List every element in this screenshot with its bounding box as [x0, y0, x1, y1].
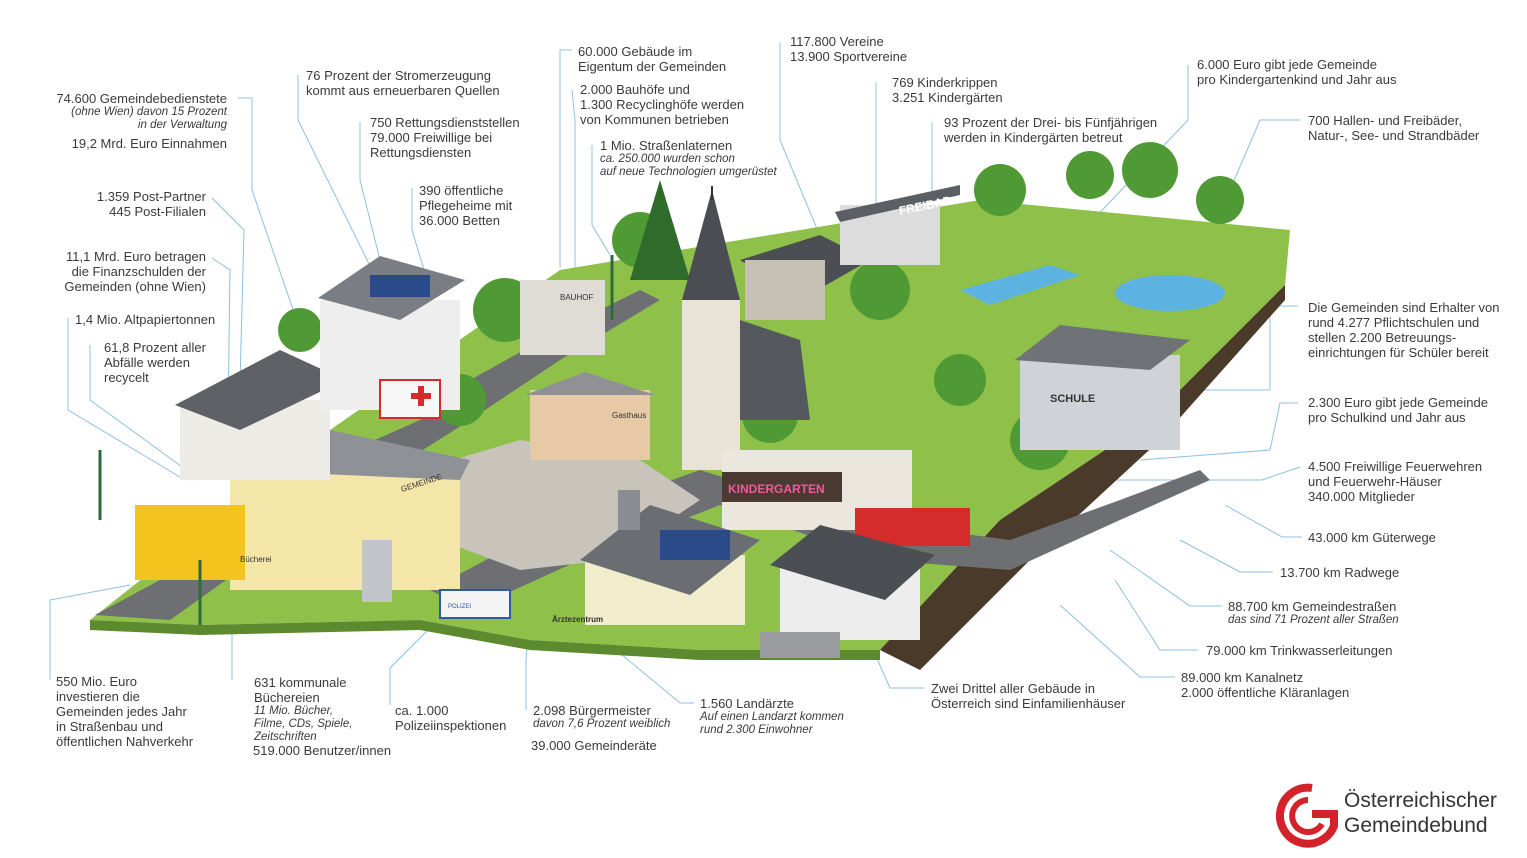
- phone-kiosk: [362, 540, 392, 602]
- schule-sign: SCHULE: [1050, 393, 1095, 405]
- label-bike-paths: 13.700 km Radwege: [1280, 565, 1400, 580]
- label-water-pipes: 79.000 km Trinkwasserleitungen: [1206, 643, 1393, 658]
- swimming-pool: [960, 265, 1080, 305]
- leader-line-schools: [1180, 305, 1298, 391]
- label-rescue-services: 750 Rettungsdienststellen 79.000 Freiwil…: [370, 115, 520, 160]
- family-house-roof: [770, 525, 935, 600]
- gasthaus-sign: Gasthaus: [612, 411, 646, 420]
- label-recycling: 61,8 Prozent aller Abfälle werden recyce…: [104, 340, 206, 385]
- kindergarten-sign-band: [722, 472, 842, 502]
- freibad-roof: [835, 185, 960, 222]
- police-car: [439, 589, 511, 619]
- solar-panel-doctor: [660, 530, 730, 560]
- label-kinderkrippen: 769 Kinderkrippen 3.251 Kindergärten: [892, 75, 1003, 105]
- gasthaus-roof: [525, 372, 655, 395]
- street-lamps: [98, 255, 614, 625]
- aerztezentrum-sign: Ärztezentrum: [552, 615, 603, 624]
- leader-line-school-cost: [1139, 402, 1298, 461]
- bus: [135, 505, 245, 580]
- label-renewable-power: 76 Prozent der Stromerzeugung kommt aus …: [306, 68, 500, 98]
- natural-pool: [1115, 275, 1225, 311]
- leader-line-lanterns: [591, 145, 611, 256]
- gasthaus-building: [530, 390, 650, 460]
- label-fire-brigades: 4.500 Freiwillige Feuerwehren und Feuerw…: [1308, 459, 1483, 504]
- label-bauhoefe: 2.000 Bauhöfe und 1.300 Recyclinghöfe we…: [580, 82, 745, 127]
- platform-edge: [90, 620, 880, 660]
- leader-line-power: [297, 75, 373, 271]
- buecherei-sign: Bücherei: [240, 555, 272, 564]
- leader-line-transport: [49, 584, 131, 680]
- logo-line-1: Österreichischer: [1344, 789, 1497, 812]
- house-left-roof: [175, 350, 345, 430]
- leader-line-roads: [1109, 549, 1222, 607]
- label-kindergarten-cost: 6.000 Euro gibt jede Gemeinde pro Kinder…: [1197, 57, 1397, 87]
- label-sewers: 89.000 km Kanalnetz 2.000 öffentliche Kl…: [1181, 670, 1350, 700]
- church-tower: [682, 300, 740, 470]
- label-police-stations: ca. 1.000 Polizeiinspektionen: [395, 703, 507, 733]
- leader-line-paper: [67, 318, 186, 481]
- church-nave-roof: [740, 320, 810, 420]
- label-road-investment: 550 Mio. Euro investieren die Gemeinden …: [56, 674, 194, 749]
- school-building: [1020, 355, 1180, 450]
- leader-line-debt: [211, 257, 231, 421]
- church-spire: [682, 190, 740, 300]
- leader-line-sewer: [1059, 604, 1175, 678]
- leader-line-recycling: [89, 345, 201, 481]
- barn: [745, 260, 825, 320]
- label-mayors: 2.098 Bürgermeister davon 7,6 Prozent we…: [533, 703, 671, 730]
- leader-line-bauhof: [571, 89, 576, 290]
- gemeindebund-logo-text: Österreichischer Gemeindebund: [1344, 788, 1497, 838]
- label-farm-roads: 43.000 km Güterwege: [1308, 530, 1436, 545]
- solar-panel-rescue: [370, 275, 430, 297]
- label-schools: Die Gemeinden sind Erhalter von rund 4.2…: [1308, 300, 1500, 360]
- label-care-homes: 390 öffentliche Pflegeheime mit 36.000 B…: [419, 183, 513, 228]
- school-roof: [1015, 325, 1190, 370]
- label-clubs: 117.800 Vereine 13.900 Sportvereine: [790, 34, 908, 64]
- label-libraries: 631 kommunale Büchereien 11 Mio. Bücher,…: [254, 675, 353, 743]
- label-post-partners: 1.359 Post-Partner 445 Post-Filialen: [96, 189, 206, 219]
- label-municipal-buildings: 60.000 Gebäude im Eigentum der Gemeinden: [578, 44, 727, 74]
- kindergarten-sign: KINDERGARTEN: [728, 482, 825, 496]
- polizei-sign: POLIZEI: [448, 604, 471, 610]
- label-waste-paper: 1,4 Mio. Altpapiertonnen: [75, 312, 216, 327]
- label-rural-doctors: 1.560 Landärzte Auf einen Landarzt komme…: [700, 696, 844, 736]
- bauhof-sign: BAUHOF: [560, 293, 593, 302]
- label-single-family-houses: Zwei Drittel aller Gebäude in Österreich…: [931, 681, 1126, 711]
- leader-line-police: [389, 619, 439, 705]
- label-library-users: 519.000 Benutzer/innen: [253, 743, 392, 758]
- town-hall: [230, 470, 460, 590]
- label-revenue: 19,2 Mrd. Euro Einnahmen: [71, 136, 227, 151]
- fir-tree: [630, 180, 690, 280]
- sewer-cutaway: [880, 285, 1285, 670]
- gemeindebund-logo-mark: [1275, 783, 1338, 848]
- leader-line-water: [1114, 579, 1198, 651]
- label-pools: 700 Hallen- und Freibäder, Natur-, See- …: [1308, 113, 1480, 143]
- leader-line-bike: [1179, 539, 1273, 573]
- label-municipal-staff: 74.600 Gemeindebedienstete (ohne Wien) d…: [56, 91, 227, 131]
- ambulance: [379, 379, 441, 419]
- label-councillors: 39.000 Gemeinderäte: [531, 738, 657, 753]
- grey-car: [760, 632, 840, 658]
- leader-line-farm-roads: [1224, 504, 1302, 538]
- label-street-lanterns: 1 Mio. Straßenlaternen ca. 250.000 wurde…: [600, 138, 777, 178]
- monument: [618, 490, 640, 530]
- leader-line-staff: [238, 97, 301, 331]
- label-kindergarten-rate: 93 Prozent der Drei- bis Fünfjährigen we…: [944, 115, 1158, 145]
- gemeindebund-logo: Österreichischer Gemeindebund: [1268, 778, 1518, 850]
- logo-line-2: Gemeindebund: [1344, 814, 1488, 837]
- bauhof-building: [520, 280, 605, 355]
- label-municipal-roads: 88.700 km Gemeindestraßen das sind 71 Pr…: [1228, 599, 1399, 626]
- leader-line-buildings: [559, 49, 572, 268]
- buildings: [135, 185, 1190, 658]
- label-debt: 11,1 Mrd. Euro betragen die Finanzschuld…: [64, 249, 206, 294]
- label-school-cost: 2.300 Euro gibt jede Gemeinde pro Schulk…: [1308, 395, 1488, 425]
